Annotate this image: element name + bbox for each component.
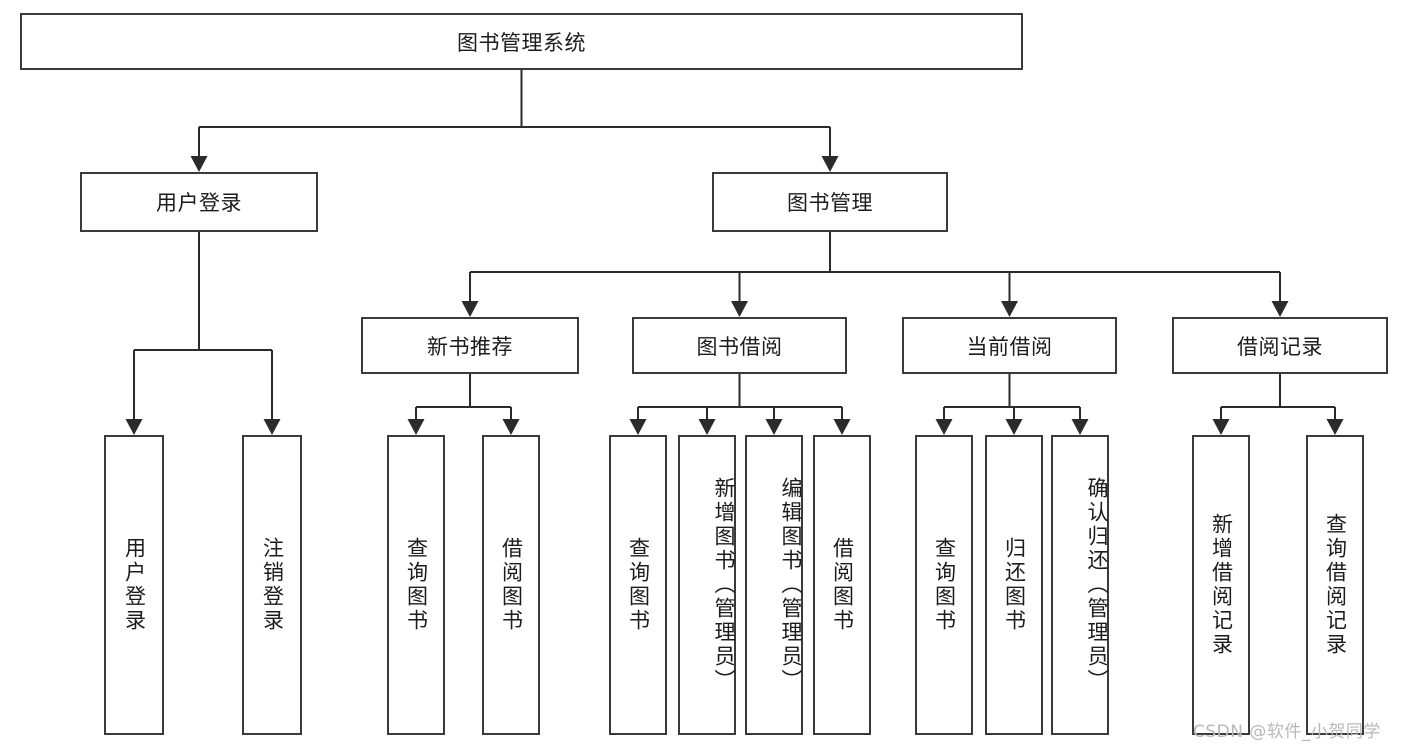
node-label: 图书管理: [787, 191, 873, 215]
node-label: 查询借阅记录: [1323, 513, 1348, 657]
node-leaf-borrow-book-1[interactable]: 借阅图书: [482, 435, 540, 735]
node-new-book-recommend[interactable]: 新书推荐: [361, 317, 579, 374]
node-leaf-borrow-book-2[interactable]: 借阅图书: [813, 435, 871, 735]
node-label: 新增借阅记录: [1209, 513, 1234, 657]
node-current-borrow[interactable]: 当前借阅: [902, 317, 1117, 374]
node-leaf-confirm-return-admin[interactable]: 确认归还（管理员）: [1051, 435, 1109, 735]
node-leaf-edit-book-admin[interactable]: 编辑图书（管理员）: [745, 435, 803, 735]
node-label: 查询图书: [404, 537, 429, 633]
node-label: 查询图书: [626, 537, 651, 633]
node-label: 用户登录: [156, 191, 242, 215]
node-leaf-add-book-admin[interactable]: 新增图书（管理员）: [678, 435, 736, 735]
node-label: 新书推荐: [427, 334, 513, 359]
node-label: 归还图书: [1002, 537, 1027, 633]
node-user-login[interactable]: 用户登录: [80, 172, 318, 232]
node-label: 当前借阅: [966, 334, 1053, 359]
node-label: 注销登录: [260, 537, 285, 633]
node-label: 编辑图书（管理员）: [779, 477, 803, 693]
node-leaf-add-borrow-record[interactable]: 新增借阅记录: [1192, 435, 1250, 735]
node-label: 图书管理系统: [457, 30, 586, 55]
node-leaf-user-login[interactable]: 用户登录: [104, 435, 164, 735]
node-leaf-return-book[interactable]: 归还图书: [985, 435, 1043, 735]
node-label: 新增图书（管理员）: [712, 477, 736, 693]
node-book-borrow[interactable]: 图书借阅: [632, 317, 847, 374]
node-leaf-query-borrow-record[interactable]: 查询借阅记录: [1306, 435, 1364, 735]
node-label: 查询图书: [932, 537, 957, 633]
node-label: 确认归还（管理员）: [1085, 477, 1109, 693]
node-book-management[interactable]: 图书管理: [712, 172, 948, 232]
node-label: 借阅图书: [830, 537, 855, 633]
node-label: 用户登录: [122, 537, 147, 633]
node-root[interactable]: 图书管理系统: [20, 13, 1023, 70]
csdn-watermark: CSDN @软件_小贺同学: [1193, 722, 1381, 742]
node-leaf-query-book-2[interactable]: 查询图书: [609, 435, 667, 735]
node-leaf-user-logout[interactable]: 注销登录: [242, 435, 302, 735]
node-label: 借阅图书: [499, 537, 524, 633]
node-label: 图书借阅: [696, 334, 783, 359]
node-leaf-query-book-1[interactable]: 查询图书: [387, 435, 445, 735]
node-leaf-query-book-3[interactable]: 查询图书: [915, 435, 973, 735]
node-borrow-record[interactable]: 借阅记录: [1172, 317, 1388, 374]
node-label: 借阅记录: [1237, 334, 1323, 359]
